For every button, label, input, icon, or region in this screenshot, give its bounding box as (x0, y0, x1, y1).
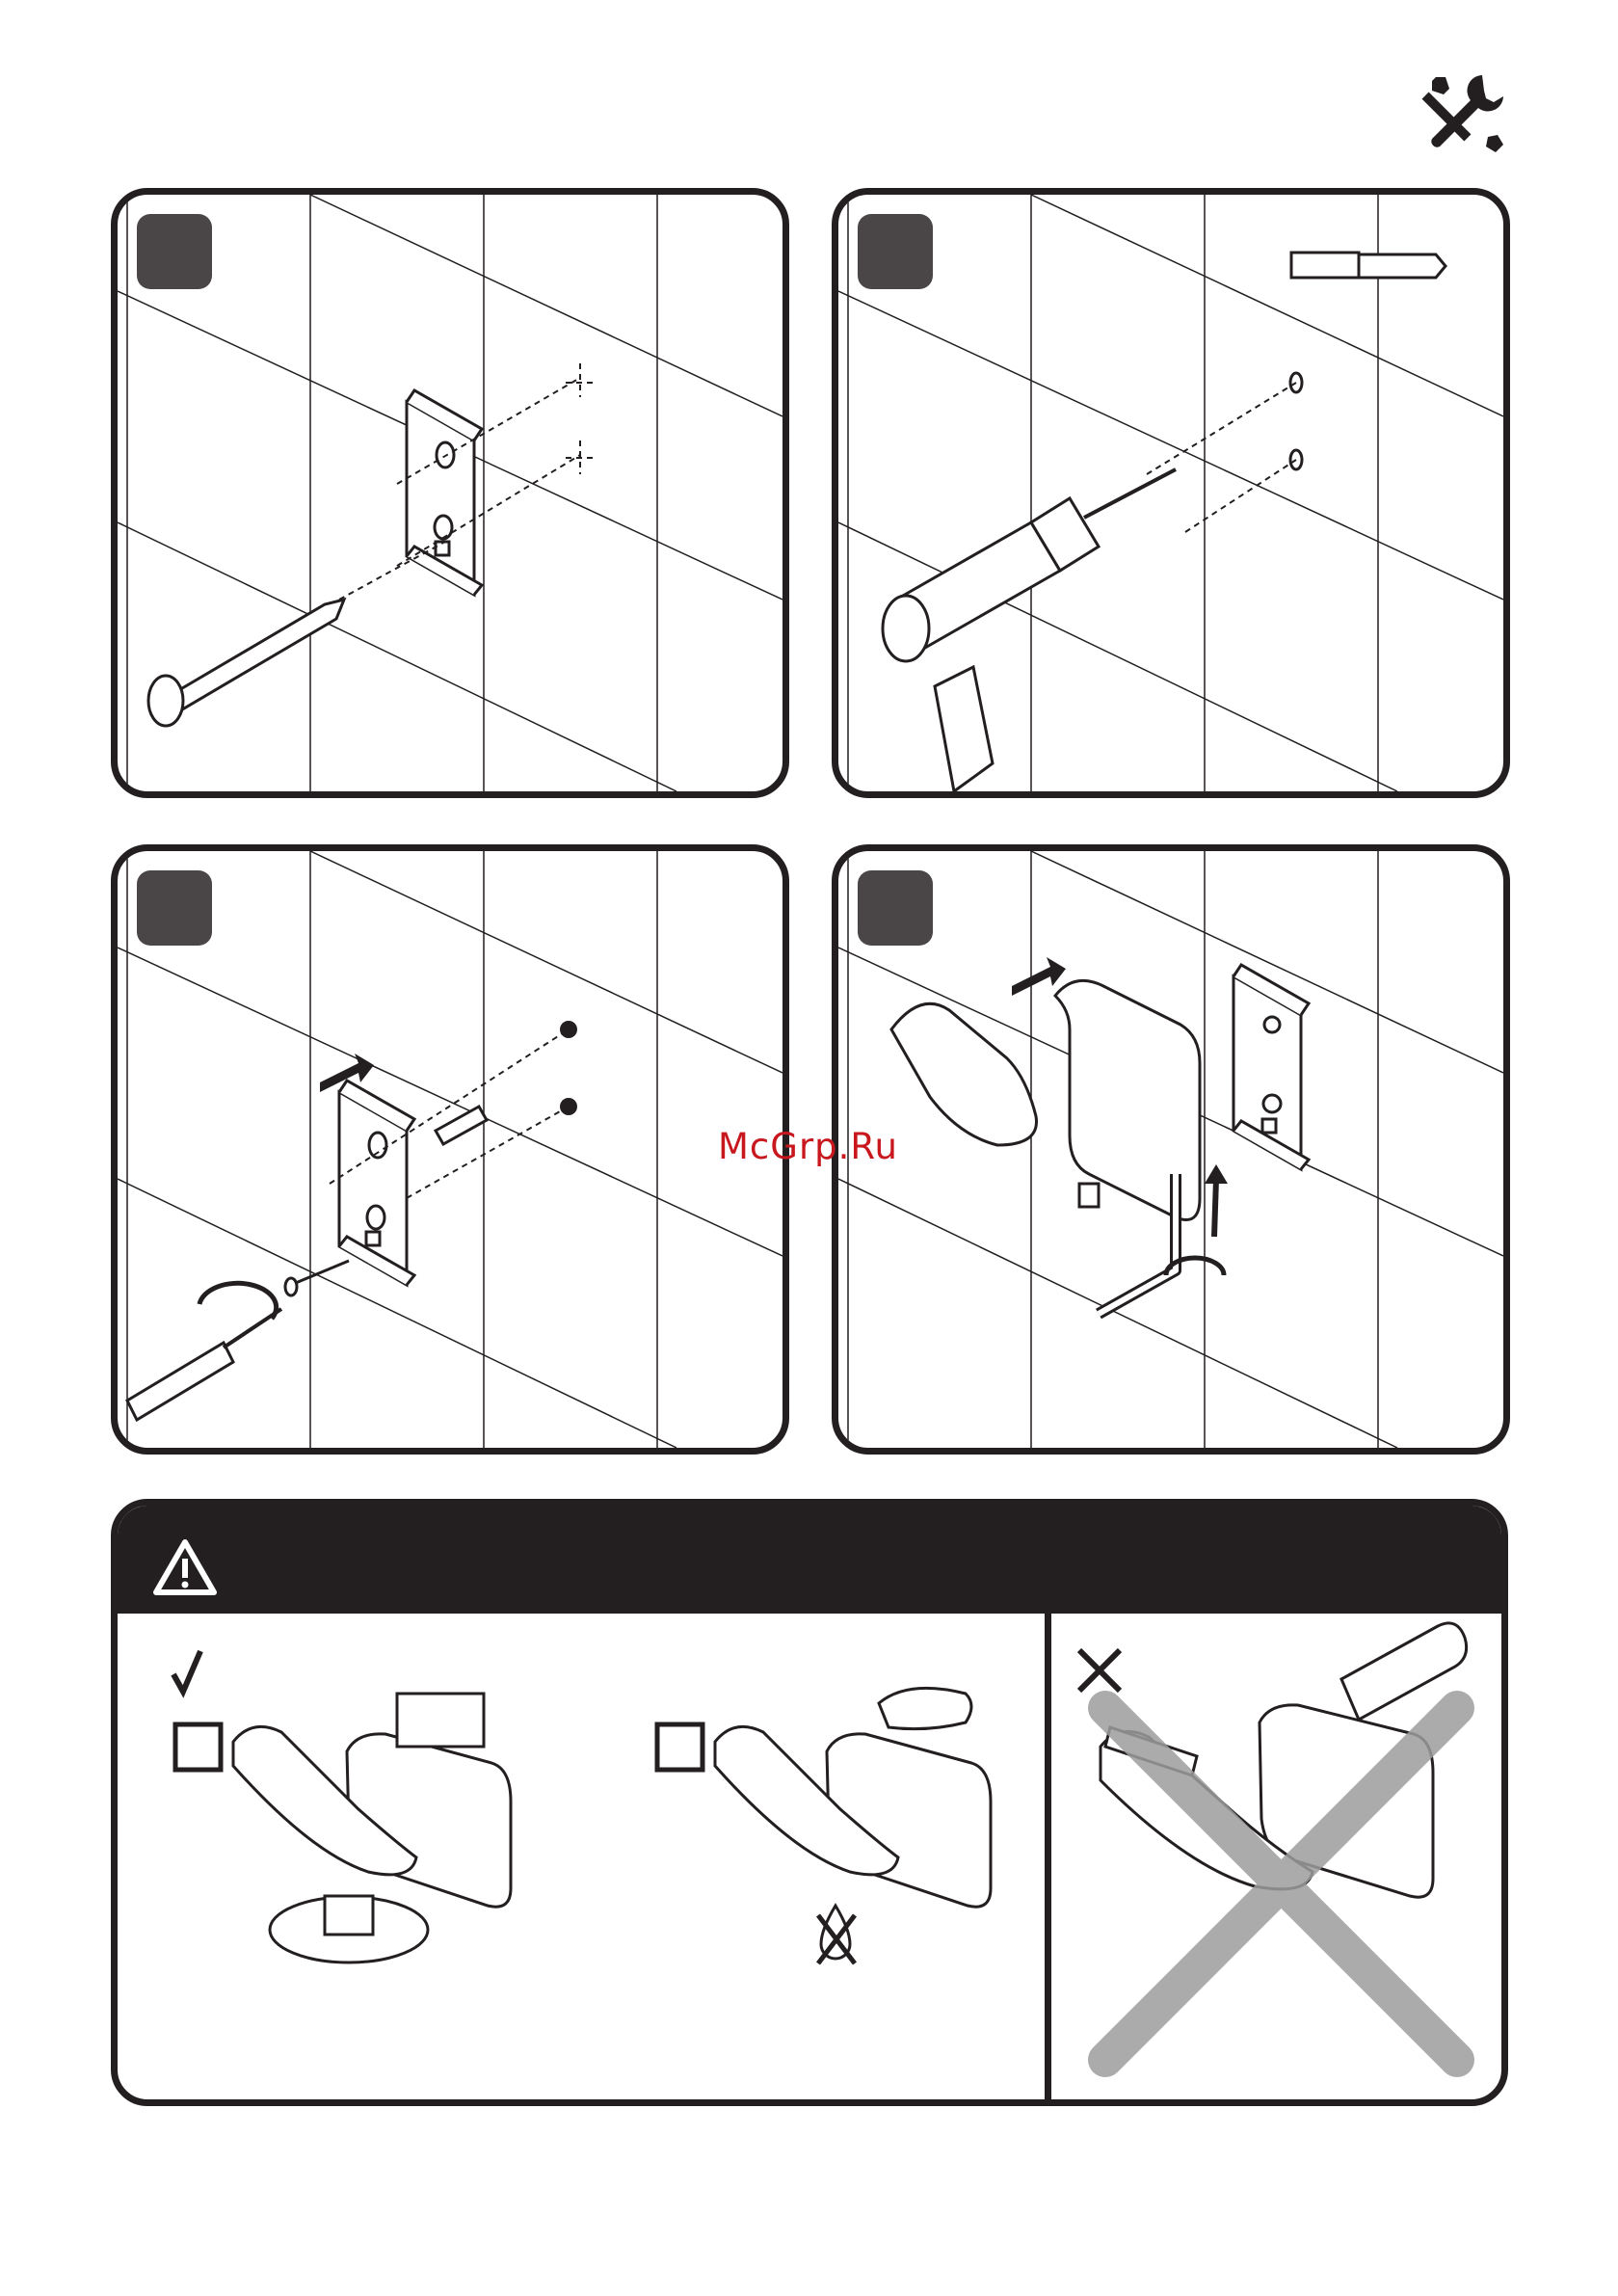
checkbox-soap-water (175, 1724, 221, 1770)
step-1-illustration (118, 195, 782, 791)
step-4-badge (858, 870, 933, 946)
care-instructions-panel (111, 1499, 1508, 2106)
step-3-badge (137, 870, 212, 946)
step-2-panel (832, 188, 1510, 798)
step-1-panel (111, 188, 789, 798)
checkbox-soft-cloth (657, 1724, 703, 1770)
cross-icon (1079, 1650, 1120, 1691)
watermark: McGrp.Ru (718, 1126, 898, 1167)
step-2-badge (858, 214, 933, 289)
step-4-panel (832, 844, 1510, 1455)
step-2-illustration (838, 195, 1503, 791)
step-3-panel (111, 844, 789, 1455)
checkmark-icon (173, 1651, 200, 1692)
no-water-icon (818, 1906, 855, 1963)
warning-triangle-icon (156, 1542, 214, 1592)
step-1-badge (137, 214, 212, 289)
step-3-illustration (118, 851, 782, 1448)
care-illustration (118, 1506, 1501, 2099)
step-4-illustration (838, 851, 1503, 1448)
tools-icon (1415, 66, 1511, 162)
